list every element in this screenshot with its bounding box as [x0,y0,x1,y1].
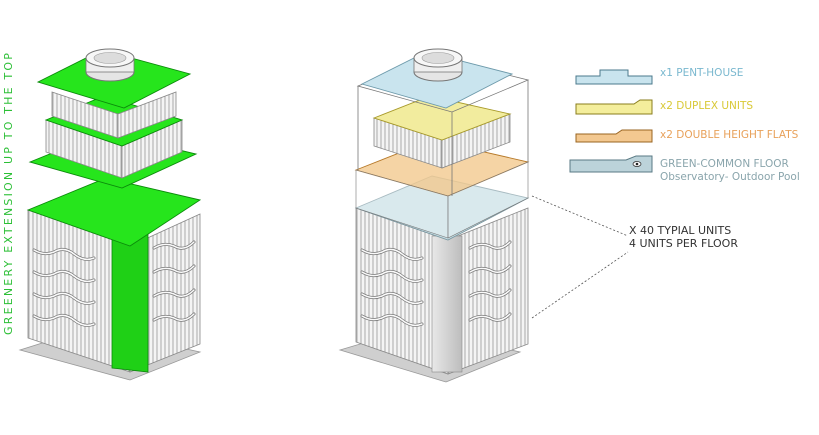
legend-icon-penthouse [576,70,652,84]
leader-lines [532,196,628,318]
left-green-core [112,232,148,372]
typical-units-line2: 4 UNITS PER FLOOR [629,237,738,250]
left-tower [20,49,200,380]
legend-sublabel-green-common: Observatory- Outdoor Pool [660,171,800,183]
legend-label-green-common: GREEN-COMMON FLOOR [660,158,789,170]
legend-label-duplex: x2 DUPLEX UNITS [660,100,753,112]
legend-icon-double-height [576,130,652,142]
legend-label-penthouse: x1 PENT-HOUSE [660,67,743,79]
legend-icon-duplex [576,100,652,114]
legend-label-double-height: x2 DOUBLE HEIGHT FLATS [660,129,798,141]
side-title: GREENERY EXTENSION UP TO THE TOP [2,51,15,335]
right-tower [340,49,528,382]
legend-icon-green-common [570,156,652,172]
typical-units-label: X 40 TYPIAL UNITS 4 UNITS PER FLOOR [629,224,738,250]
typical-units-line1: X 40 TYPIAL UNITS [629,224,738,237]
